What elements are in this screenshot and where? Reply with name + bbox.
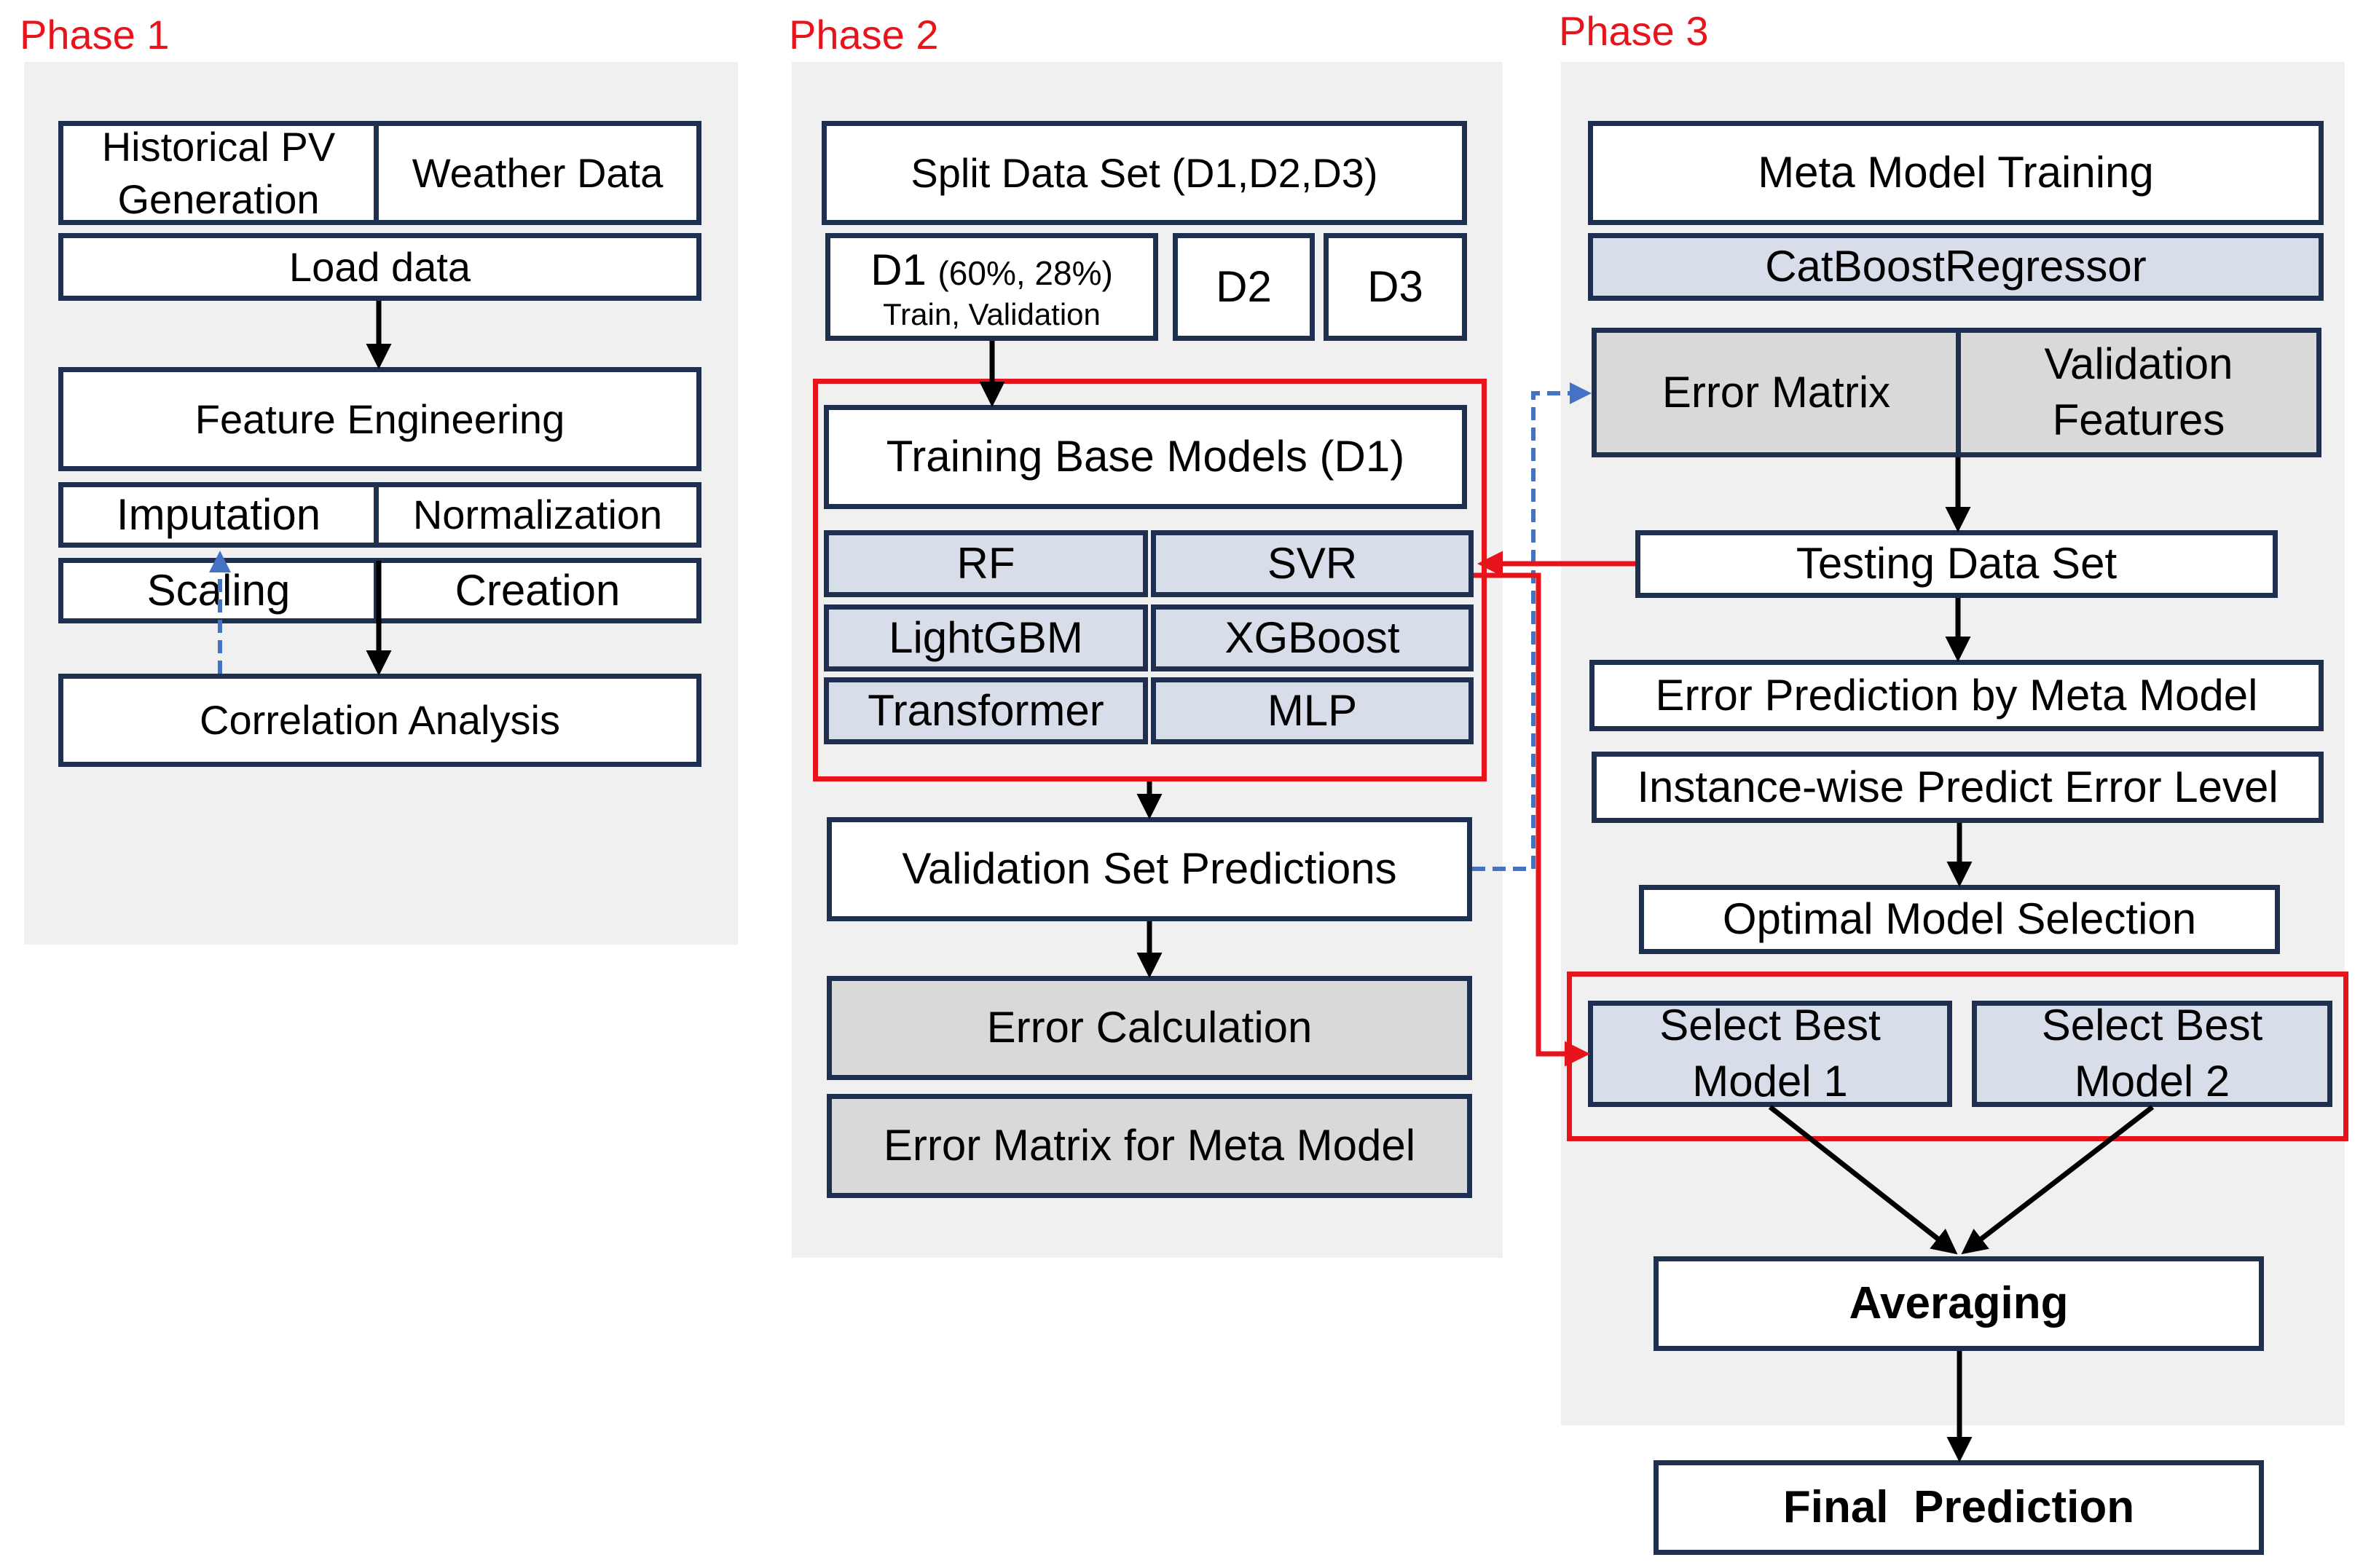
error-prediction-label: Error Prediction by Meta Model xyxy=(1655,670,2258,720)
phase1-title: Phase 1 xyxy=(20,12,170,58)
model-xgboost-label: XGBoost xyxy=(1224,612,1400,662)
catboost-label: CatBoostRegressor xyxy=(1765,242,2147,291)
select-best-2-box: Select Best Model 2 xyxy=(1972,1001,2332,1107)
imputation-label: Imputation xyxy=(116,489,321,539)
instance-wise-box: Instance-wise Predict Error Level xyxy=(1592,752,2324,823)
select-best-1-box: Select Best Model 1 xyxy=(1588,1001,1952,1107)
error-matrix-meta-box: Error Matrix for Meta Model xyxy=(827,1094,1472,1198)
model-mlp-box: MLP xyxy=(1151,677,1474,744)
historical-pv-box: Historical PV Generation xyxy=(58,121,379,225)
validation-features-label: Validation Features xyxy=(2044,339,2233,444)
error-matrix-meta-label: Error Matrix for Meta Model xyxy=(883,1121,1416,1170)
meta-training-box: Meta Model Training xyxy=(1588,121,2324,225)
creation-box: Creation xyxy=(374,558,701,623)
model-transformer-box: Transformer xyxy=(824,677,1148,744)
testing-data-box: Testing Data Set xyxy=(1635,530,2278,598)
split-data-label: Split Data Set (D1,D2,D3) xyxy=(911,149,1378,196)
weather-data-box: Weather Data xyxy=(374,121,701,225)
model-transformer-label: Transformer xyxy=(868,685,1104,735)
d1-line: D1 (60%, 28%) xyxy=(870,243,1113,299)
instance-wise-label: Instance-wise Predict Error Level xyxy=(1637,762,2278,811)
load-data-label: Load data xyxy=(288,243,471,290)
catboost-box: CatBoostRegressor xyxy=(1588,233,2324,301)
correlation-analysis-box: Correlation Analysis xyxy=(58,674,701,767)
d1-percent: (60%, 28%) xyxy=(937,253,1113,292)
normalization-box: Normalization xyxy=(374,482,701,548)
load-data-box: Load data xyxy=(58,233,701,301)
feature-engineering-label: Feature Engineering xyxy=(194,395,565,442)
training-base-box: Training Base Models (D1) xyxy=(824,405,1467,509)
select-best-1-label: Select Best Model 1 xyxy=(1659,1001,1881,1106)
averaging-label: Averaging xyxy=(1849,1278,2069,1329)
averaging-box: Averaging xyxy=(1654,1256,2264,1351)
final-prediction-box: Final Prediction xyxy=(1654,1460,2264,1555)
imputation-box: Imputation xyxy=(58,482,379,548)
model-rf-box: RF xyxy=(824,530,1148,597)
d3-label: D3 xyxy=(1367,261,1423,311)
model-lightgbm-box: LightGBM xyxy=(824,604,1148,671)
model-xgboost-box: XGBoost xyxy=(1151,604,1474,671)
testing-data-label: Testing Data Set xyxy=(1796,539,2118,588)
d1-sublabel: Train, Validation xyxy=(883,297,1101,332)
error-prediction-box: Error Prediction by Meta Model xyxy=(1589,660,2324,731)
final-prediction-label: Final Prediction xyxy=(1782,1482,2135,1533)
d2-label: D2 xyxy=(1216,261,1272,311)
scaling-label: Scaling xyxy=(146,565,291,615)
d2-box: D2 xyxy=(1173,233,1315,341)
optimal-selection-label: Optimal Model Selection xyxy=(1722,894,2197,944)
d1-stack: D1 (60%, 28%) Train, Validation xyxy=(870,243,1113,332)
model-rf-label: RF xyxy=(956,538,1015,588)
error-calculation-box: Error Calculation xyxy=(827,976,1472,1080)
model-svr-box: SVR xyxy=(1151,530,1474,597)
feature-engineering-box: Feature Engineering xyxy=(58,367,701,471)
error-matrix-label: Error Matrix xyxy=(1662,367,1891,417)
error-matrix-box: Error Matrix xyxy=(1592,328,1961,457)
validation-features-box: Validation Features xyxy=(1956,328,2321,457)
optimal-selection-box: Optimal Model Selection xyxy=(1639,885,2280,954)
historical-pv-label: Historical PV Generation xyxy=(101,123,336,222)
d3-box: D3 xyxy=(1324,233,1467,341)
validation-predictions-box: Validation Set Predictions xyxy=(827,817,1472,921)
model-svr-label: SVR xyxy=(1267,538,1358,588)
split-data-box: Split Data Set (D1,D2,D3) xyxy=(822,121,1467,225)
scaling-box: Scaling xyxy=(58,558,379,623)
model-mlp-label: MLP xyxy=(1267,685,1358,735)
model-lightgbm-label: LightGBM xyxy=(889,612,1083,662)
weather-data-label: Weather Data xyxy=(412,149,664,196)
error-calculation-label: Error Calculation xyxy=(986,1003,1313,1052)
correlation-analysis-label: Correlation Analysis xyxy=(200,697,560,744)
training-base-label: Training Base Models (D1) xyxy=(886,432,1405,481)
creation-label: Creation xyxy=(455,565,621,615)
meta-training-label: Meta Model Training xyxy=(1758,148,2154,197)
normalization-label: Normalization xyxy=(412,492,663,538)
phase2-title: Phase 2 xyxy=(789,12,939,58)
validation-predictions-label: Validation Set Predictions xyxy=(902,844,1397,894)
d1-box: D1 (60%, 28%) Train, Validation xyxy=(825,233,1158,341)
select-best-2-label: Select Best Model 2 xyxy=(2041,1001,2263,1106)
phase3-title: Phase 3 xyxy=(1559,8,1709,54)
d1-label: D1 xyxy=(870,245,927,294)
